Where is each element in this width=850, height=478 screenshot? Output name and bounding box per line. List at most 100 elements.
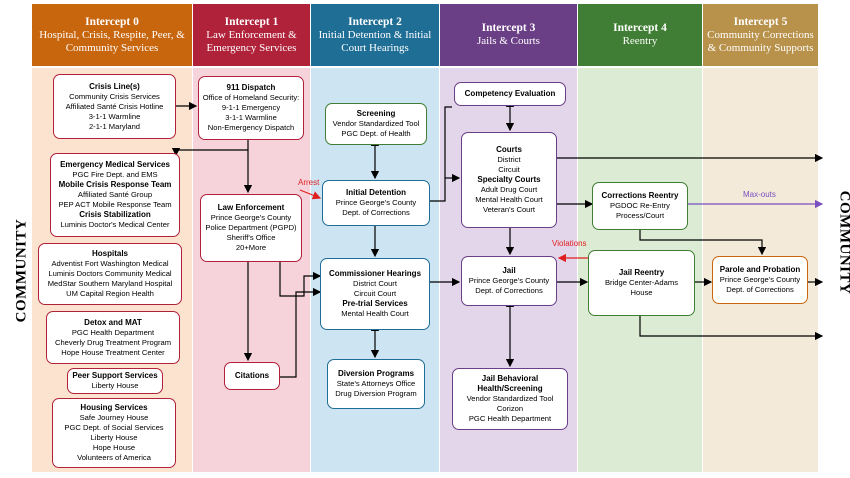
box-line: Prince George's County [468, 276, 550, 285]
box-line: Liberty House [90, 433, 138, 442]
box-line: Vendor Standardized Tool [332, 119, 420, 128]
intercept-1-header: Intercept 1 Law Enforcement & Emergency … [193, 4, 310, 66]
header-title: Intercept 3 [481, 22, 536, 34]
intercept-0-header: Intercept 0 Hospital, Crisis, Respite, P… [32, 4, 192, 66]
box-title: Emergency Medical Services [60, 160, 170, 169]
ems-box: Emergency Medical Services PGC Fire Dept… [50, 153, 180, 237]
box-line: Vendor Standardized Tool [466, 394, 554, 403]
box-line: PGC Health Department [71, 327, 155, 337]
box-title: Diversion Programs [337, 369, 415, 378]
box-line: Drug Diversion Program [335, 389, 417, 398]
box-line: UM Capital Region Health [66, 289, 154, 298]
box-title: Mobile Crisis Response Team [58, 180, 172, 189]
box-line: PEP ACT Mobile Response Team [58, 200, 172, 209]
box-title: Courts [496, 145, 522, 154]
intercept-2-header: Intercept 2 Initial Detention & Initial … [311, 4, 439, 66]
arrest-label: Arrest [298, 178, 320, 187]
box-line: State's Attorneys Office [336, 379, 416, 388]
header-subtitle: Law Enforcement & Emergency Services [206, 28, 297, 54]
box-title: Jail Behavioral Health/Screening [477, 374, 543, 393]
box-title: Detox and MAT [84, 317, 142, 327]
box-line: Cheverly Drug Treatment Program [54, 337, 172, 347]
courts-box: Courts District Circuit Specialty Courts… [461, 132, 557, 228]
box-title: Crisis Line(s) [89, 81, 140, 91]
box-line: PGC Fire Dept. and EMS [72, 170, 158, 179]
box-title: Competency Evaluation [464, 89, 556, 98]
box-title: Hospitals [91, 249, 128, 258]
initial-detention-box: Initial Detention Prince George's County… [322, 180, 430, 226]
box-line: PGC Dept. of Health [341, 129, 411, 138]
box-title: Citations [234, 371, 270, 380]
box-line: PGC Health Department [468, 414, 552, 423]
corrections-reentry-box: Corrections Reentry PGDOC Re-Entry Proce… [592, 182, 688, 230]
jail-reentry-box: Jail Reentry Bridge Center-Adams House [588, 250, 695, 316]
box-title: Screening [356, 109, 396, 118]
peer-support-box: Peer Support Services Liberty House [67, 368, 163, 394]
law-enforcement-box: Law Enforcement Prince George's County P… [200, 194, 302, 262]
box-line: Sheriff's Office [226, 233, 276, 242]
box-line: Circuit [498, 165, 520, 174]
box-line: Adult Drug Court [480, 185, 538, 194]
crisis-lines-box: Crisis Line(s) Community Crisis Services… [53, 74, 176, 139]
citations-box: Citations [224, 362, 280, 390]
box-title: Pre-trial Services [342, 299, 408, 308]
box-line: Mental Health Court [475, 195, 543, 204]
box-line: Luminis Doctor's Medical Center [60, 220, 170, 229]
housing-box: Housing Services Safe Journey House PGC … [52, 398, 176, 468]
header-subtitle: Community Corrections & Community Suppor… [707, 28, 814, 54]
header-title: Intercept 5 [733, 15, 788, 28]
box-title: Law Enforcement [217, 203, 285, 212]
box-line: PGDOC Re-Entry [610, 201, 670, 210]
box-line: Process/Court [615, 211, 665, 220]
box-title: Housing Services [80, 403, 148, 412]
header-subtitle: Initial Detention & Initial Court Hearin… [318, 28, 432, 54]
box-line: District [497, 155, 521, 164]
header-title: Intercept 0 [85, 15, 139, 28]
box-title: Parole and Probation [719, 265, 801, 274]
box-line: Dept. of Corrections [475, 286, 543, 295]
box-title: Specialty Courts [477, 175, 541, 184]
box-line: Liberty House [91, 381, 139, 390]
box-title: Peer Support Services [72, 371, 158, 380]
box-line: 2-1-1 Maryland [88, 121, 141, 131]
box-line: Community Crisis Services [69, 91, 160, 101]
maxouts-label: Max-outs [743, 190, 776, 199]
box-line: Hope House [92, 443, 136, 452]
box-line: Affiliated Santé Crisis Hotline [65, 101, 164, 111]
violations-label: Violations [552, 239, 587, 248]
header-subtitle: Reentry [622, 35, 658, 47]
intercept-5-header: Intercept 5 Community Corrections & Comm… [703, 4, 818, 66]
box-line: Veteran's Court [482, 205, 536, 214]
box-line: Adventist Fort Washington Medical [51, 259, 169, 268]
dispatch-911-box: 911 Dispatch Office of Homeland Security… [198, 76, 304, 140]
screening-box: Screening Vendor Standardized Tool PGC D… [325, 103, 427, 145]
parole-probation-box: Parole and Probation Prince George's Cou… [712, 256, 808, 304]
box-line: 9-1-1 Emergency [221, 103, 281, 112]
box-line: Corizon [496, 404, 524, 413]
header-title: Intercept 4 [613, 22, 667, 34]
header-title: Intercept 1 [224, 15, 279, 28]
box-line: Non-Emergency Dispatch [207, 123, 295, 132]
box-line: Luminis Doctors Community Medical [48, 269, 172, 278]
box-line: PGC Dept. of Social Services [64, 423, 164, 432]
hospitals-box: Hospitals Adventist Fort Washington Medi… [38, 243, 182, 305]
box-line: Police Department (PGPD) [205, 223, 297, 232]
detox-box: Detox and MAT PGC Health Department Chev… [46, 311, 180, 364]
box-title: Crisis Stabilization [79, 210, 151, 219]
box-line: 3-1-1 Warmline [225, 113, 277, 122]
box-title: 911 Dispatch [226, 83, 276, 92]
diversion-programs-box: Diversion Programs State's Attorneys Off… [327, 359, 425, 409]
box-title: Jail Reentry [618, 268, 665, 277]
intercept-4-header: Intercept 4 Reentry [578, 4, 702, 66]
box-title: Initial Detention [346, 188, 406, 197]
box-line: Mental Health Court [341, 309, 409, 318]
header-subtitle: Hospital, Crisis, Respite, Peer, & Commu… [39, 28, 185, 54]
box-line: 3-1-1 Warmline [88, 111, 141, 121]
box-title: Commissioner Hearings [328, 269, 422, 278]
header-title: Intercept 2 [348, 15, 402, 28]
box-line: Safe Journey House [79, 413, 149, 422]
box-line: Office of Homeland Security: [202, 93, 300, 102]
box-title: Jail [502, 266, 516, 275]
box-line: Circuit Court [353, 289, 397, 298]
